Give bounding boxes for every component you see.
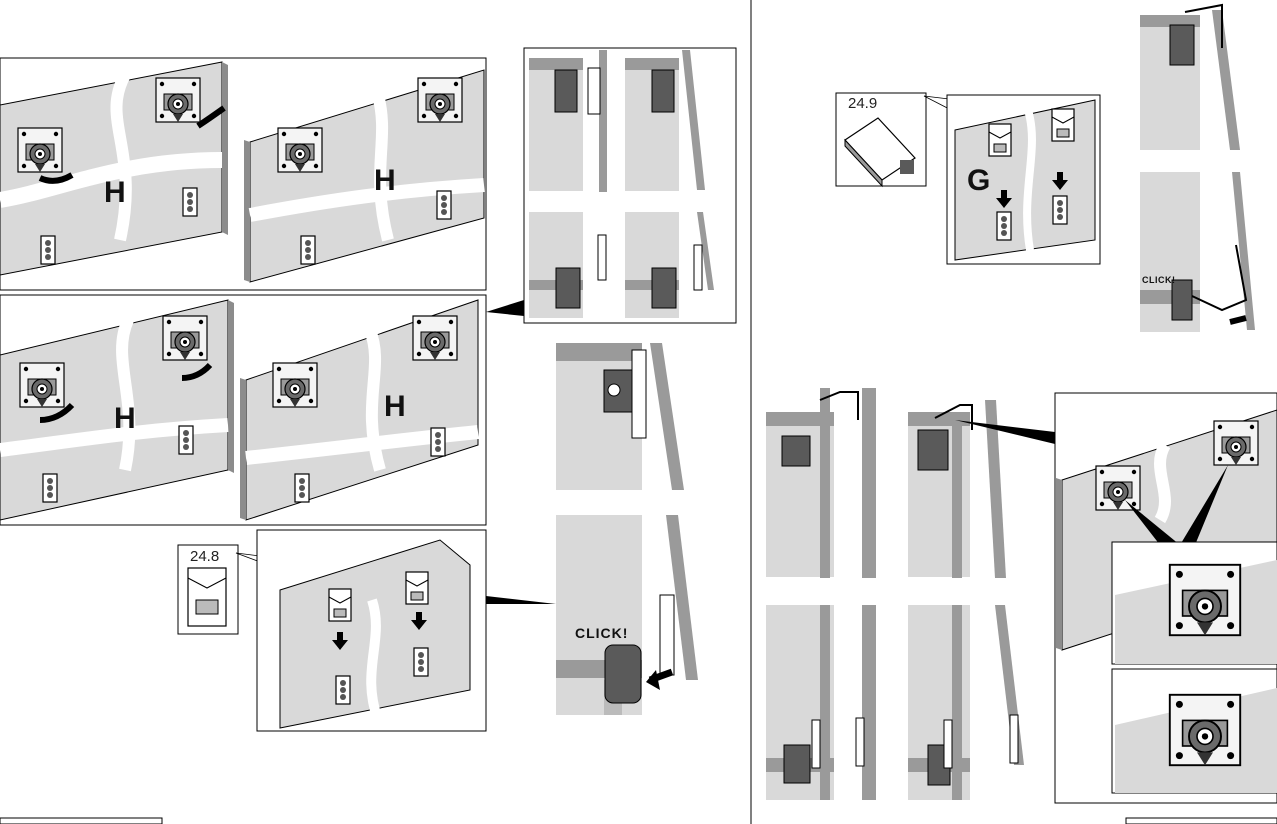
side-track-detail: CLICK! [1140,3,1255,332]
reference-part-24-9: 24.9 [835,92,1059,188]
step-label: G [967,164,990,197]
click-label: CLICK! [1142,275,1176,285]
left-arrow-icon [1229,315,1247,325]
click-detail-section: CLICK! [486,343,698,715]
step-label: H [384,390,406,423]
curved-arrow-icon [39,402,75,423]
step-h-panel-middle: H H [0,294,487,526]
track-sequence-diagrams [766,388,1055,800]
hanger-closeup-box [1054,392,1277,804]
curved-arrow-icon [38,172,74,184]
step-label: H [114,402,136,435]
clip-insert-panel [256,529,487,732]
step-label: H [374,164,396,197]
track-detail-box [486,47,737,324]
click-label: CLICK! [575,625,628,641]
curved-arrow-icon [181,362,213,381]
part-number: 24.9 [848,95,877,112]
step-label: H [104,176,126,209]
part-number: 24.8 [190,548,219,565]
step-h-panel-top: H H [0,57,487,291]
curved-arrow-icon [196,105,226,129]
step-g-panel: G [946,94,1101,265]
